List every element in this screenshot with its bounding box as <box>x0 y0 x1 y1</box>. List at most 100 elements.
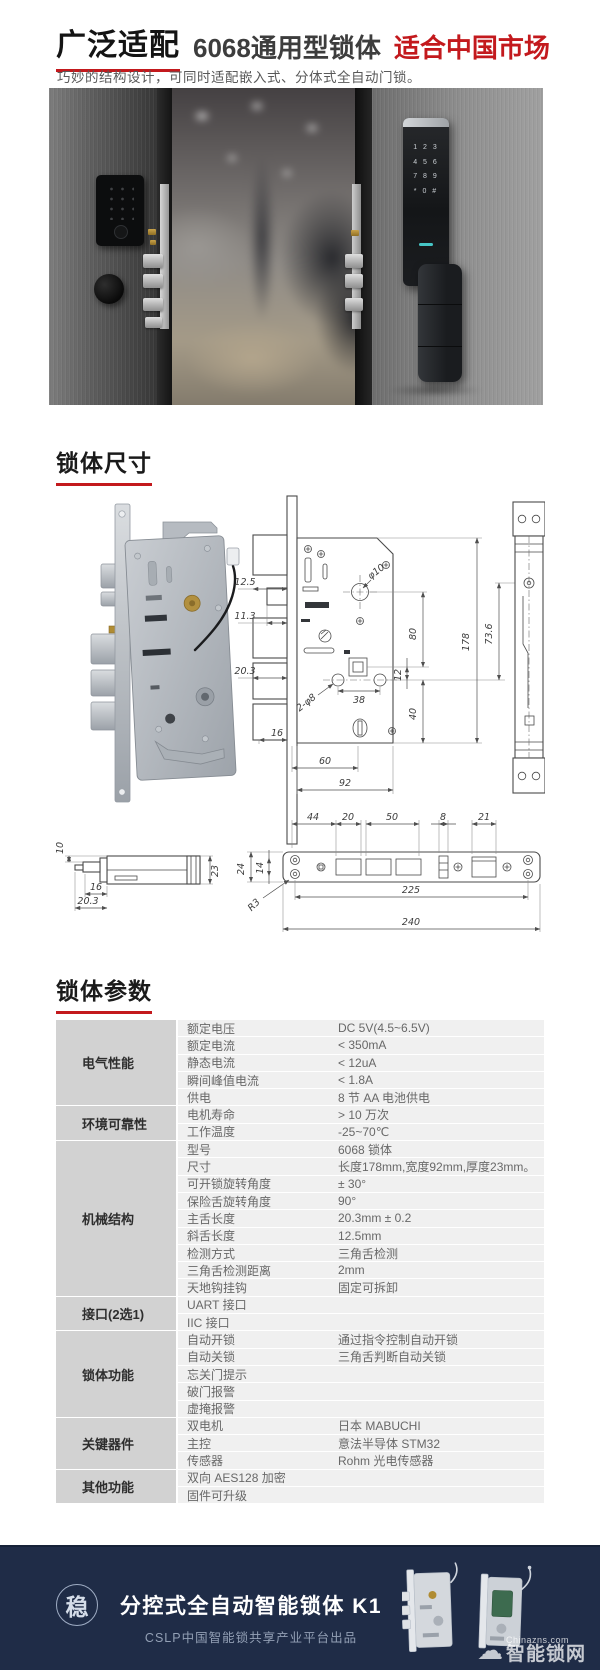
spec-value: < 12uA <box>338 1055 377 1070</box>
spec-attr: 额定电流 <box>187 1038 236 1053</box>
dim-label: 92 <box>339 778 351 789</box>
dim-label: 240 <box>402 917 420 928</box>
spec-row: 虚掩报警 <box>178 1400 544 1417</box>
footer-badge: 稳 <box>56 1584 98 1626</box>
spec-value: > 10 万次 <box>338 1108 390 1123</box>
lock-photo-illustration <box>90 503 240 803</box>
header-badge: 广泛适配 <box>56 20 180 72</box>
spec-row: 主控 意法半导体 STM32 <box>178 1435 544 1452</box>
spec-row: 尺寸长度178mm,宽度92mm,厚度23mm。 <box>178 1158 544 1175</box>
handle-seam <box>418 304 462 305</box>
spec-value: 20.3mm ± 0.2 <box>338 1211 412 1226</box>
deadbolt <box>143 298 163 311</box>
brushed-texture <box>49 88 157 405</box>
deadbolt <box>143 274 163 288</box>
lock-shadow <box>387 384 483 397</box>
dim-label: 44 <box>307 812 319 823</box>
spec-value: Rohm 光电传感器 <box>338 1454 434 1469</box>
spec-attr: 主舌长度 <box>187 1211 236 1226</box>
deadbolt <box>345 254 363 268</box>
spec-attr: 电机寿命 <box>187 1108 236 1123</box>
dim-label: 16 <box>90 882 102 893</box>
header: 广泛适配 6068通用型锁体 适合中国市场 <box>56 20 550 72</box>
spec-attr: IIC 接口 <box>187 1315 230 1330</box>
hero-product-photo: 1 2 3 4 5 6 7 8 9 * 0 # <box>49 88 543 405</box>
spec-attr: 虚掩报警 <box>187 1402 236 1417</box>
header-highlight: 适合中国市场 <box>393 33 550 63</box>
spec-row: 自动关锁三角舌判断自动关锁 <box>178 1348 544 1365</box>
keypad-row: 7 8 9 <box>413 173 439 180</box>
dimension-drawing: φ10 2-φ8 12.5 11.3 20.3 16 38 60 92 <box>55 495 545 932</box>
spec-row: 传感器 Rohm 光电传感器 <box>178 1452 544 1469</box>
header-subtitle: 巧妙的结构设计，可同时适配嵌入式、分体式全自动门锁。 <box>57 70 421 85</box>
spec-value: 长度178mm,宽度92mm,厚度23mm。 <box>338 1160 536 1175</box>
spec-row: 固件可升级 <box>178 1487 544 1504</box>
smart-lock-handle <box>418 264 462 382</box>
smart-lock-cap <box>403 118 449 127</box>
spec-row: UART 接口 <box>178 1296 544 1314</box>
status-indicator <box>419 243 433 246</box>
spec-value: DC 5V(4.5~6.5V) <box>338 1021 430 1036</box>
spec-group-label: 环境可靠性 <box>56 1106 176 1141</box>
spec-group: 锁体功能自动开锁通过指令控制自动开锁自动关锁三角舌判断自动关锁忘关门提示破门报警… <box>56 1331 544 1417</box>
spec-row: 主舌长度 20.3mm ± 0.2 <box>178 1210 544 1227</box>
left-mortise-faceplate <box>160 184 169 329</box>
spec-row: 额定电压 DC 5V(4.5~6.5V) <box>178 1020 544 1037</box>
spec-value: ± 30° <box>338 1176 367 1191</box>
spec-row: 电机寿命 > 10 万次 <box>178 1106 544 1123</box>
deadbolt <box>345 298 363 311</box>
spec-attr: 双向 AES128 加密 <box>187 1471 286 1486</box>
spec-group-label: 锁体功能 <box>56 1331 176 1417</box>
spec-value: 日本 MABUCHI <box>338 1419 421 1434</box>
fingerprint-sensor <box>114 225 128 239</box>
spec-attr: 自动开锁 <box>187 1333 236 1347</box>
spec-value: 2mm <box>338 1263 365 1278</box>
spec-value: 意法半导体 STM32 <box>338 1436 441 1451</box>
footer-lock-images <box>402 1562 532 1653</box>
spec-attr: 忘关门提示 <box>187 1367 248 1382</box>
spec-value: 三角舌判断自动关锁 <box>338 1350 447 1365</box>
spec-row: 可开锁旋转角度 ± 30° <box>178 1175 544 1192</box>
spec-row: 破门报警 <box>178 1383 544 1400</box>
section-title-dimensions: 锁体尺寸 <box>56 444 152 486</box>
cad-faceplate-view <box>512 501 545 794</box>
dim-label: 40 <box>408 708 419 720</box>
spec-attr: 额定电压 <box>187 1021 236 1036</box>
spec-attr: 静态电流 <box>187 1056 236 1071</box>
keypad-lock-device <box>96 175 144 246</box>
dim-label: 8 <box>440 812 446 823</box>
dim-label: 80 <box>408 628 419 640</box>
latch-pin <box>351 230 359 236</box>
spec-row: 双向 AES128 加密 <box>178 1469 544 1487</box>
spec-group-label: 关键器件 <box>56 1417 176 1469</box>
keypad-row: 4 5 6 <box>413 158 439 166</box>
dim-label: 16 <box>271 728 283 739</box>
spec-attr: 可开锁旋转角度 <box>187 1177 272 1192</box>
spec-attr: 保险舌旋转角度 <box>187 1194 272 1209</box>
dim-label: 50 <box>386 812 398 823</box>
blurred-room <box>172 88 355 405</box>
latch-bolt <box>145 317 162 328</box>
spec-attr: 传感器 <box>187 1454 224 1469</box>
dim-label: 23 <box>210 865 221 877</box>
spec-attr: 主控 <box>187 1436 212 1451</box>
footer-subtitle: CSLP中国智能锁共享产业平台出品 <box>144 1631 358 1645</box>
spec-table: 电气性能额定电压 DC 5V(4.5~6.5V)额定电流< 350mA 静态电流 < … <box>56 1020 544 1504</box>
spec-row: 额定电流< 350mA <box>178 1037 544 1054</box>
dim-label: 24 <box>236 863 247 875</box>
dim-label: 20 <box>342 812 354 823</box>
deadbolt <box>345 274 363 288</box>
dim-label: 73.6 <box>484 623 495 644</box>
keypad-row: 1 2 3 <box>413 144 439 151</box>
spec-attr: 天地钩挂钩 <box>187 1281 248 1296</box>
spec-attr: 破门报警 <box>187 1384 236 1399</box>
dim-label: 20.3 <box>77 896 98 907</box>
spec-group-label: 电气性能 <box>56 1020 176 1106</box>
cad-side-view: 10 16 20.3 23 <box>55 842 221 911</box>
